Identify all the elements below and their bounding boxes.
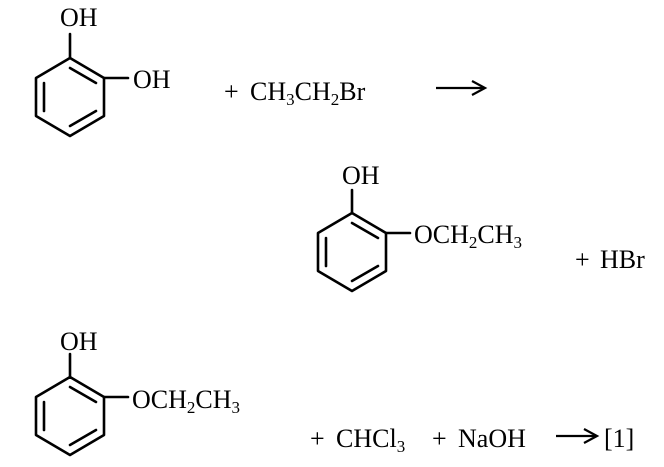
formula-segment: OCH [132,385,187,414]
formula-segment: Br [339,77,365,106]
formula-subscript: 3 [514,233,523,252]
plus-sign: + [575,245,590,274]
benzene-ring [316,211,388,293]
ring-outline [34,56,106,138]
formula-subscript: 3 [397,437,406,456]
hbr-formula: HBr [600,245,645,274]
reaction-arrow [556,428,600,444]
reaction-1: OH OH + CH3CH2Br OH OCH2CH3 + HBr [34,3,645,293]
plus-sign: + [310,424,325,453]
product-placeholder-label: [1] [604,424,634,453]
ethoxy-label: OCH2CH3 [132,385,240,417]
formula-subscript: 3 [232,398,241,417]
inner-double-bond [68,385,98,404]
formula-segment: CH [195,385,231,414]
plus-sign: + [432,424,447,453]
catechol-structure: OH OH [34,3,171,138]
inner-double-bond [350,221,380,240]
inner-double-bond [350,264,380,283]
ethoxyphenol-structure: OH OCH2CH3 [316,161,522,293]
inner-double-bond [68,428,98,447]
formula-segment: CH [477,220,513,249]
benzene-ring [34,375,106,457]
formula-subscript: 2 [331,90,340,109]
benzene-ring [34,56,106,138]
arrow-head [583,428,600,444]
formula-segment: CHCl [336,424,397,453]
ring-outline [34,375,106,457]
formula-subscript: 2 [187,398,196,417]
formula-segment: CH [295,77,331,106]
top-oh-label: OH [60,3,98,32]
naoh-formula: NaOH [458,424,526,453]
bromoethane-formula: CH3CH2Br [250,77,366,109]
inner-double-bond [68,66,98,85]
ring-outline [316,211,388,293]
top-oh-label: OH [342,161,380,190]
top-oh-label: OH [60,327,98,356]
arrow-head [471,80,488,96]
inner-double-bond [68,109,98,128]
reaction-arrow [436,80,488,96]
formula-segment: OCH [414,220,469,249]
plus-sign: + [224,77,239,106]
formula-subscript: 2 [469,233,478,252]
right-oh-label: OH [133,65,171,94]
ethoxyphenol-structure: OH OCH2CH3 [34,327,240,457]
ethoxy-label: OCH2CH3 [414,220,522,252]
formula-segment: CH [250,77,286,106]
formula-subscript: 3 [286,90,295,109]
chloroform-formula: CHCl3 [336,424,405,456]
reaction-2: OH OCH2CH3 + CHCl3 + NaOH [1] [34,327,634,457]
